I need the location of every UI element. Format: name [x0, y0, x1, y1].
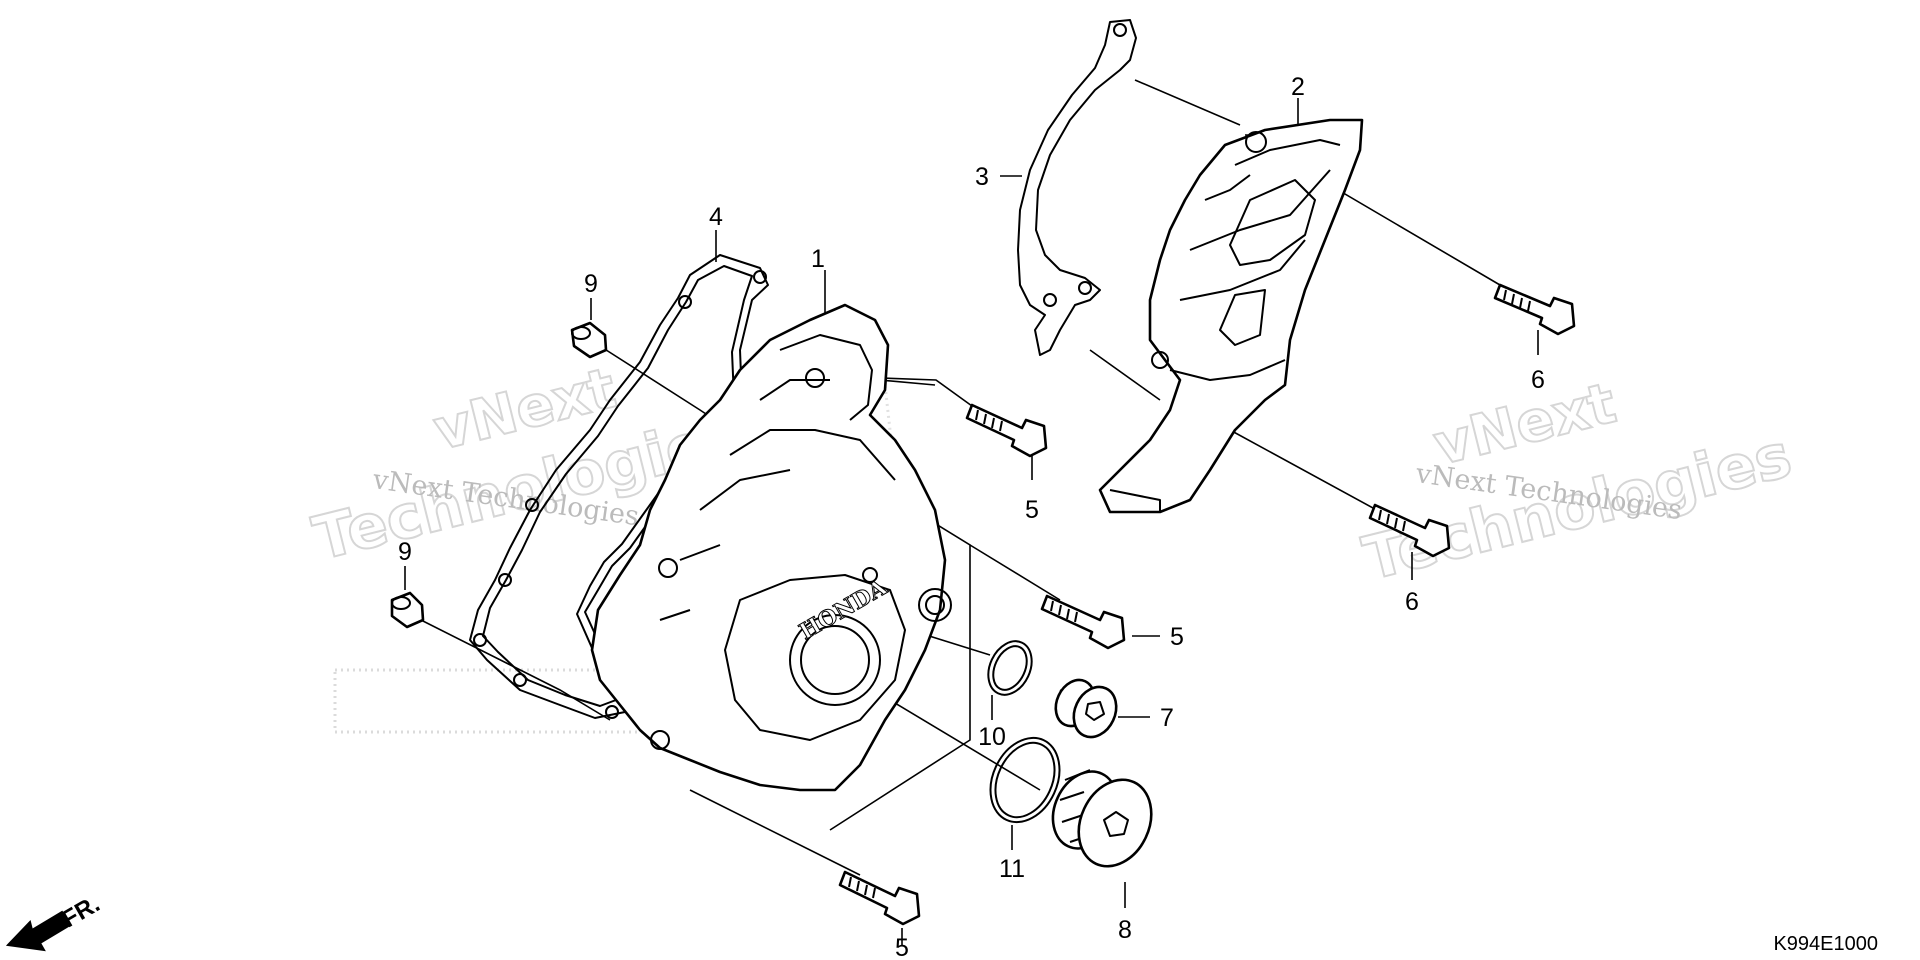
part-label-cover: 1 [811, 245, 825, 273]
cover: HONDA [590, 303, 952, 792]
bolt-sprocket-upper [1493, 283, 1576, 336]
part-label-crank-cap: 8 [1118, 916, 1132, 944]
dowel-lower [390, 591, 425, 629]
watermark-big-word1-right: vNext [1428, 371, 1623, 479]
dowel-upper [570, 321, 608, 359]
sprocket-cover [1098, 118, 1364, 514]
part-label-bolt-lower: 5 [895, 934, 909, 960]
sprocket-cover-gasket [1017, 19, 1137, 356]
part-label-sprocket-cover: 2 [1291, 73, 1305, 101]
part-label-dowel-upper: 9 [584, 270, 598, 298]
part-label-oring-large: 11 [999, 855, 1025, 883]
diagram-code: K994E1000 [1773, 933, 1878, 955]
part-label-sprocket-cover-gasket: 3 [975, 163, 989, 191]
bolt-middle [1040, 594, 1126, 650]
front-arrow: FR. [5, 890, 104, 952]
oring-small [987, 640, 1033, 696]
part-label-bolt-middle: 5 [1170, 623, 1184, 651]
part-label-bolt-sprocket-lower: 6 [1405, 588, 1419, 616]
part-label-dowel-lower: 9 [398, 538, 412, 566]
part-label-bolt-upper: 5 [1025, 496, 1039, 524]
oring-large [989, 736, 1061, 824]
bolt-sprocket-lower [1368, 503, 1451, 558]
timing-cap [1054, 678, 1118, 739]
arrow-icon [5, 910, 72, 952]
watermark-right: vNext Technologies vNext Technologies [1356, 370, 1800, 596]
part-label-oring-small: 10 [978, 723, 1006, 751]
part-label-bolt-sprocket-upper: 6 [1531, 366, 1545, 394]
bolt-upper [965, 403, 1048, 458]
part-label-cover-gasket: 4 [709, 203, 723, 231]
part-label-timing-cap: 7 [1160, 704, 1174, 732]
part-labels: 1 2 3 4 5 5 5 6 6 7 8 9 9 10 11 [398, 73, 1545, 960]
crank-cap [1051, 769, 1153, 868]
bolt-lower [838, 870, 921, 926]
